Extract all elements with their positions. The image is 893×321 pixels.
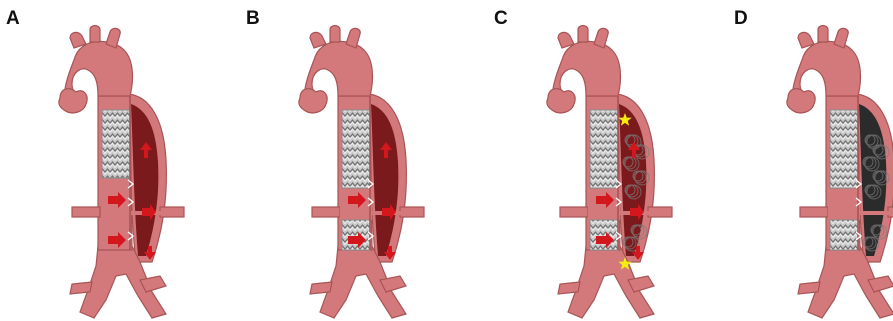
aorta-diagram-a (0, 0, 240, 321)
branch-right (648, 207, 672, 217)
aorta-diagram-b (240, 0, 480, 321)
internal-iliac-left (798, 282, 820, 294)
aortic-root (299, 89, 327, 113)
left-carotid (818, 26, 828, 43)
internal-iliac-left (310, 282, 332, 294)
internal-iliac-left (558, 282, 580, 294)
branch-right (400, 207, 424, 217)
branch-left (560, 207, 588, 217)
left-carotid (578, 26, 588, 43)
stent-bare-zone (828, 188, 860, 220)
aortic-root (787, 89, 815, 113)
panel-c: C (488, 0, 728, 321)
stent-graft (102, 110, 130, 178)
panel-b: B (240, 0, 480, 321)
stent-graft (830, 110, 858, 250)
branch-left (312, 207, 340, 217)
stent-graft (342, 110, 370, 250)
stent-graft (590, 110, 618, 250)
branch-left (800, 207, 828, 217)
branch-right-root (858, 211, 890, 215)
left-carotid (90, 26, 100, 43)
internal-iliac-left (70, 282, 92, 294)
branch-left (72, 207, 100, 217)
aortic-root (547, 89, 575, 113)
aorta-diagram-c (488, 0, 728, 321)
aorta-diagram-d (728, 0, 893, 321)
panel-a: A (0, 0, 240, 321)
left-carotid (330, 26, 340, 43)
panel-d: D (728, 0, 893, 321)
branch-right (160, 207, 184, 217)
aortic-root (59, 89, 87, 113)
